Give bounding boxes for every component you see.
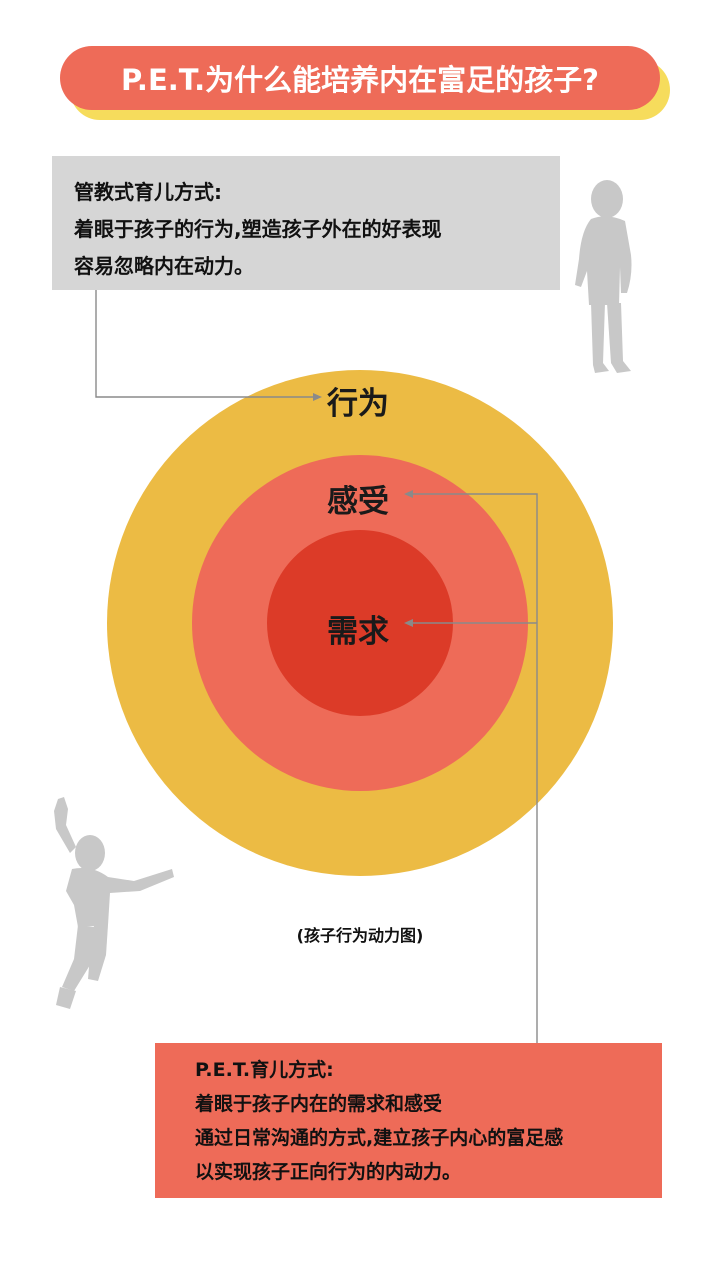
- arrowhead-behavior: [313, 393, 322, 401]
- traditional-line-2: 容易忽略内在动力。: [74, 254, 254, 278]
- connector-traditional-to-behavior: [95, 290, 318, 398]
- connector-pet-to-feelings: [410, 493, 538, 1043]
- page-title-text: P.E.T.为什么能培养内在富足的孩子?: [121, 63, 599, 97]
- pet-line-1: 着眼于孩子内在的需求和感受: [195, 1093, 443, 1115]
- child-standing-silhouette-icon: [575, 180, 632, 373]
- label-behavior: 行为: [327, 386, 389, 422]
- child-jumping-silhouette-icon: [54, 797, 174, 1009]
- pet-parenting-box: P.E.T.育儿方式: 着眼于孩子内在的需求和感受 通过日常沟通的方式,建立孩子…: [155, 1043, 662, 1198]
- label-needs: 需求: [327, 614, 389, 650]
- pet-line-2: 通过日常沟通的方式,建立孩子内心的富足感: [195, 1127, 564, 1149]
- arrowhead-feelings: [404, 490, 413, 498]
- traditional-line-1: 着眼于孩子的行为,塑造孩子外在的好表现: [74, 217, 442, 241]
- arrowhead-needs: [404, 619, 413, 627]
- inner-ring-needs: [267, 530, 453, 716]
- label-feelings: 感受: [327, 484, 389, 520]
- page-title: P.E.T.为什么能培养内在富足的孩子?: [60, 46, 660, 110]
- traditional-heading: 管教式育儿方式:: [74, 180, 222, 204]
- pet-line-3: 以实现孩子正向行为的内动力。: [195, 1161, 462, 1183]
- pet-heading: P.E.T.育儿方式:: [195, 1059, 334, 1081]
- traditional-parenting-box: 管教式育儿方式: 着眼于孩子的行为,塑造孩子外在的好表现 容易忽略内在动力。: [52, 156, 560, 290]
- diagram-caption: (孩子行为动力图): [296, 926, 424, 945]
